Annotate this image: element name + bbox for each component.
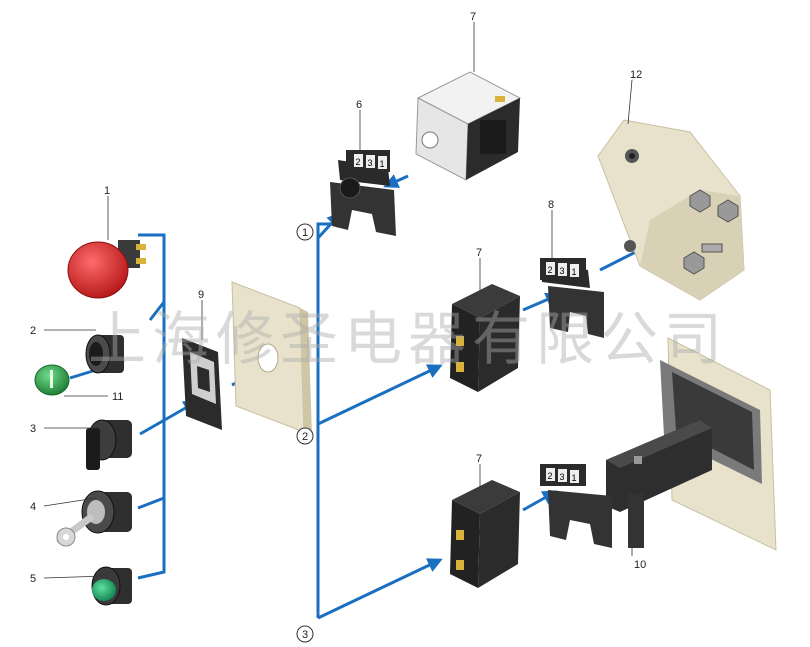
contact-block-bottom-icon [450,480,520,588]
contact-block-icon [450,284,520,392]
callout-2: 2 [30,325,36,337]
callout-6: 6 [356,99,362,111]
block-mark: 2 [355,157,360,167]
mounting-option-markers: 1 2 3 [296,223,314,643]
callout-1: 1 [104,185,110,197]
option-2: 2 [302,431,308,443]
callout-10: 10 [634,559,646,571]
block-mark: 3 [559,472,564,482]
callout-numbers: 1 2 3 4 5 6 7 7 7 8 9 10 11 12 [30,11,646,585]
fixing-collar-icon [182,338,222,430]
block-mark: 1 [379,159,384,169]
callout-9: 9 [198,289,204,301]
emergency-stop-button-icon [67,240,146,299]
selector-switch-icon [86,419,132,470]
callout-12: 12 [630,69,642,81]
callout-8: 8 [548,199,554,211]
option-3: 3 [302,629,308,641]
din-rail-adapter-icon: 2 3 1 [540,337,777,551]
callout-7-middle: 7 [476,247,482,259]
block-mark: 1 [571,267,576,277]
callout-7-top: 7 [470,11,476,23]
pilot-light-icon [91,566,132,606]
green-button-insert-icon [34,364,70,396]
contact-block-carrier-icon: 2 3 1 [330,150,396,236]
callout-7-bottom: 7 [476,453,482,465]
block-mark: 3 [367,158,372,168]
mounting-panel-icon [231,281,312,436]
key-switch-icon [56,490,132,547]
callout-5: 5 [30,573,36,585]
connector-lines [69,174,698,620]
enclosure-box-icon [597,119,745,301]
block-mark: 2 [547,471,552,481]
callout-11: 11 [112,391,123,403]
contact-block-white-icon [415,71,522,181]
block-mark: 3 [559,266,564,276]
block-mark: 2 [547,265,552,275]
callout-4: 4 [30,501,36,513]
block-mark: 1 [571,473,576,483]
base-carrier-icon: 2 3 1 [540,258,604,338]
option-1: 1 [302,227,308,239]
pushbutton-operator-icon [85,334,124,374]
leader-lines [43,22,633,579]
callout-3: 3 [30,423,36,435]
